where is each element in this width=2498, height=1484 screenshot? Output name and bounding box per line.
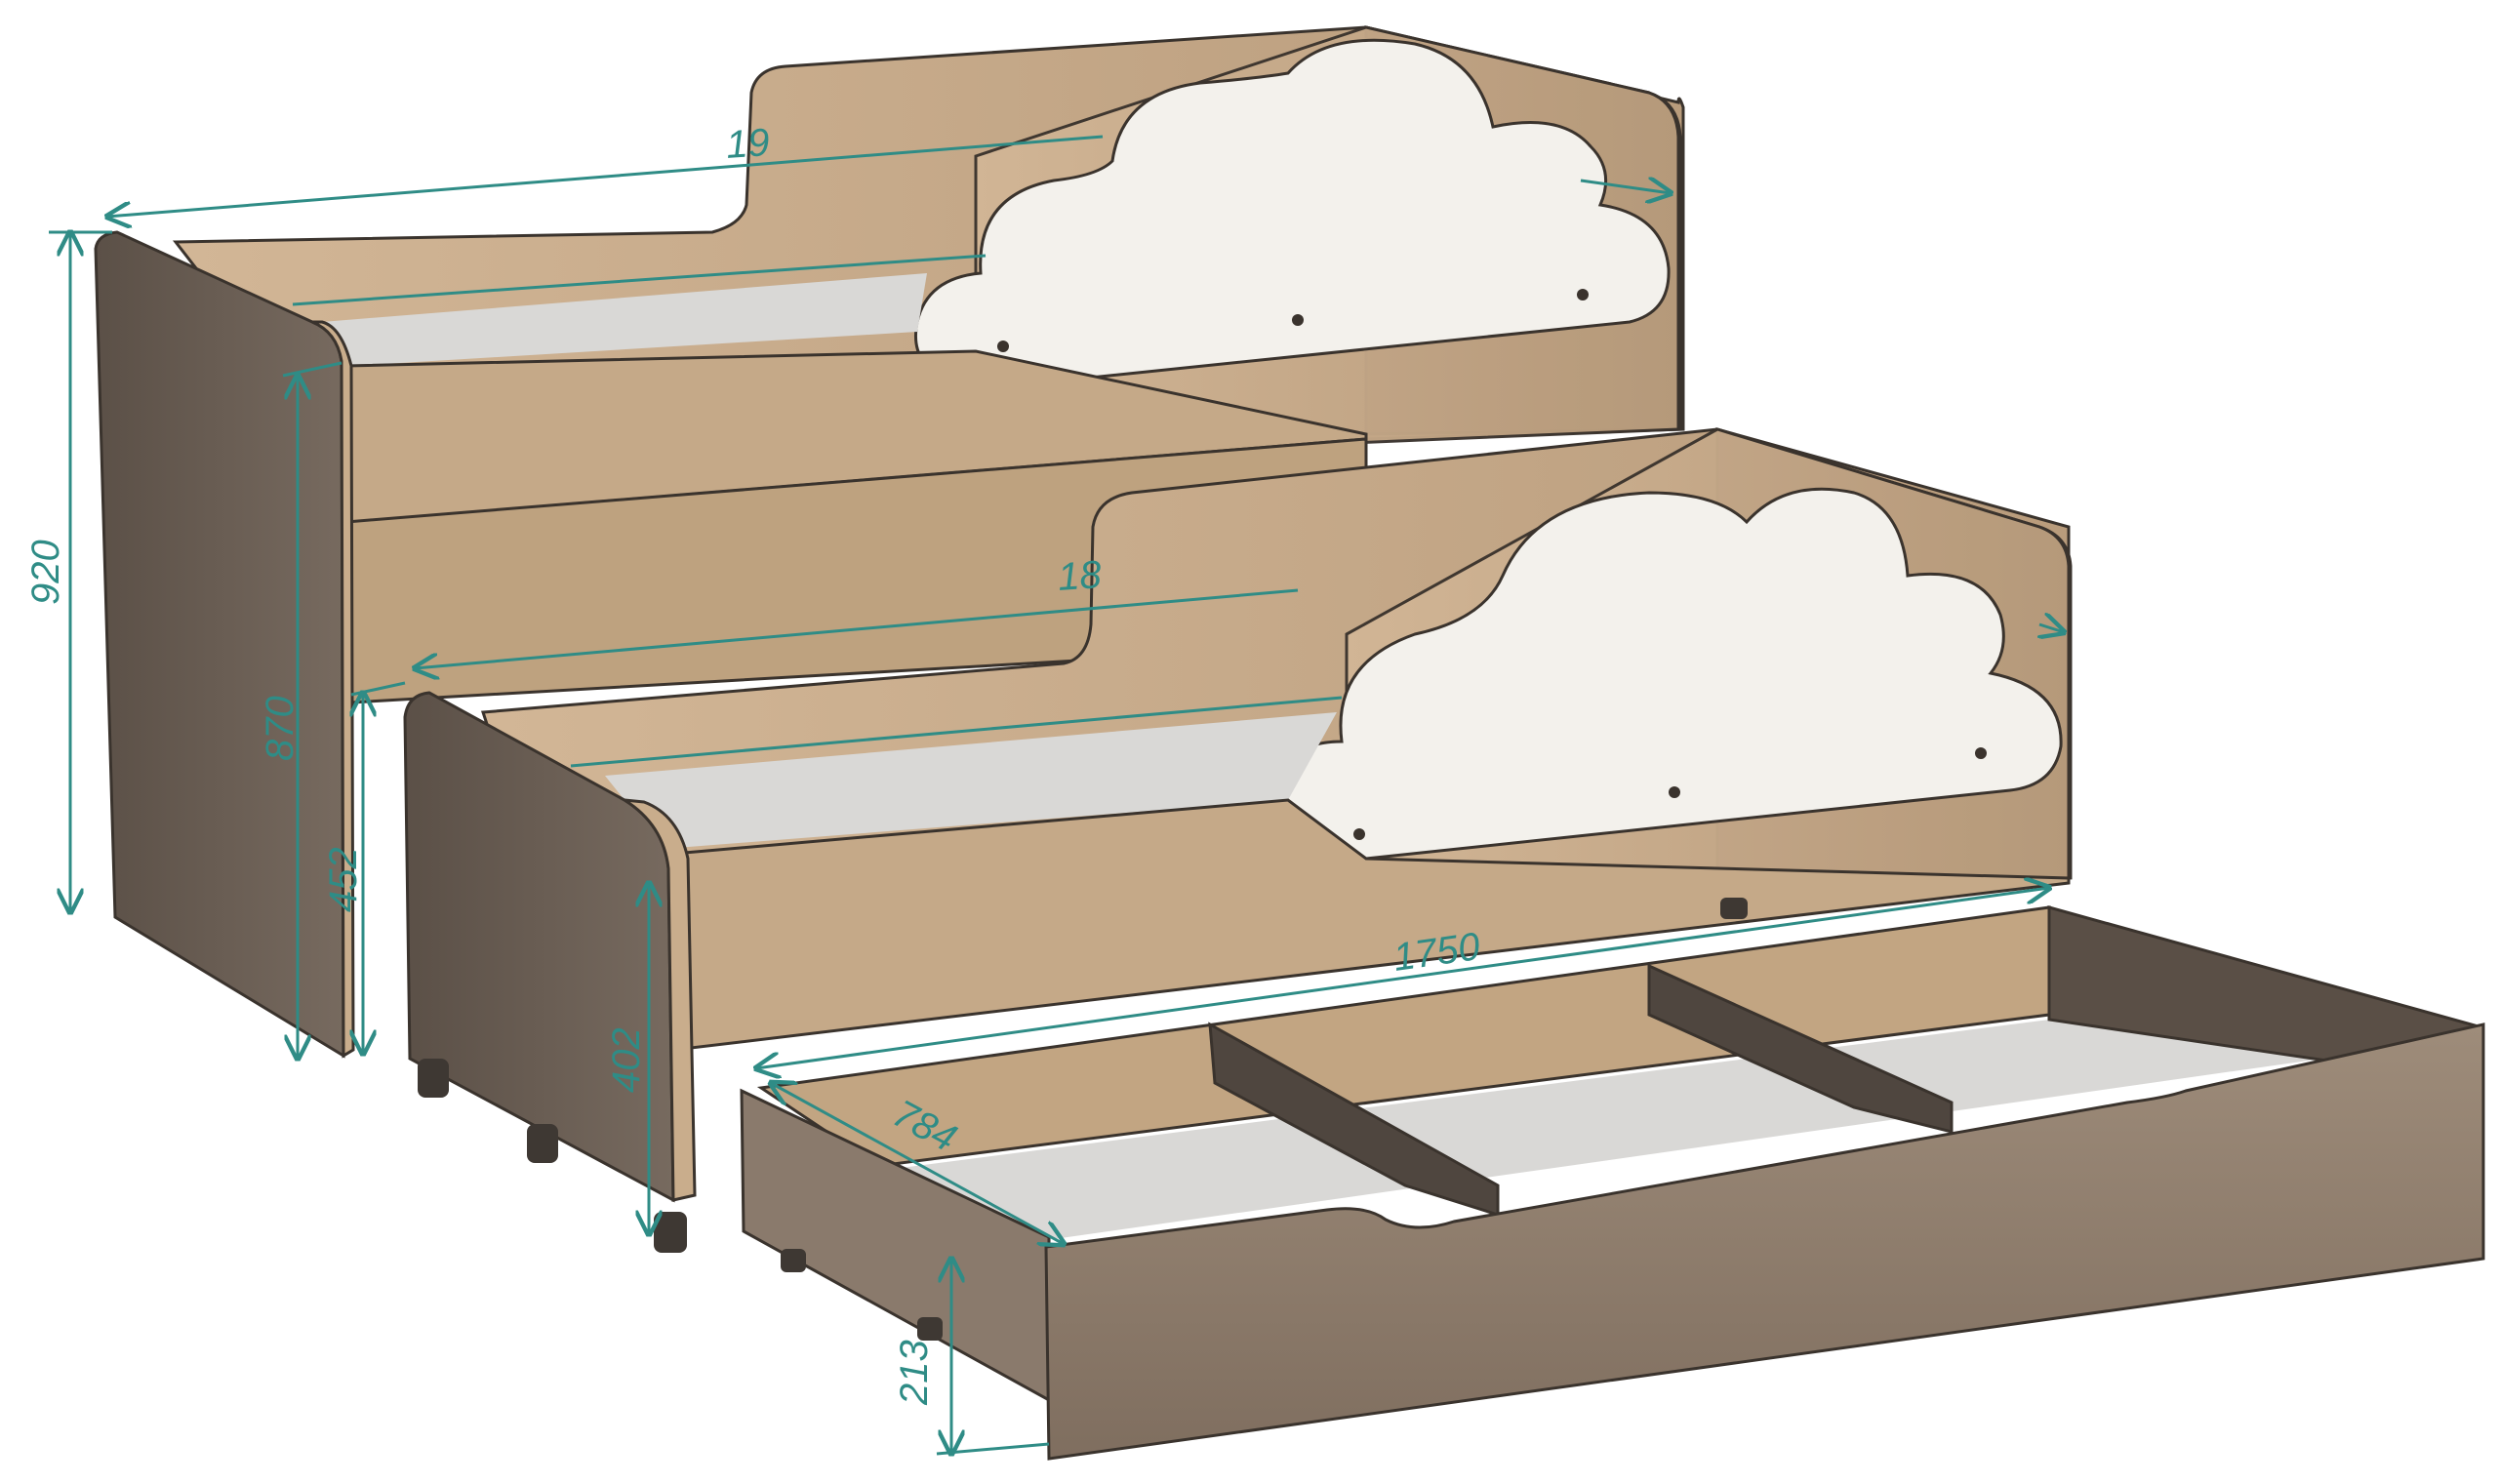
dim-line-upper-inner (292, 254, 987, 306)
dim-label-lower-length: 18 (1057, 553, 1104, 599)
dim-label-upper-length: 19 (725, 121, 771, 167)
dim-line-lower-inner (570, 696, 1343, 768)
castor-1 (418, 1059, 449, 1098)
castor-2 (527, 1124, 558, 1163)
upper-bed (94, 25, 1685, 1059)
upper-cloud-screw-2 (1292, 314, 1304, 326)
castor-4 (1720, 898, 1748, 919)
upper-mattress (322, 273, 927, 366)
dim-ext-452 (350, 681, 406, 697)
dim-line-1750 (756, 888, 2049, 1068)
dim-line-lower-length-2 (2039, 624, 2064, 632)
drawer-wheel-2 (917, 1317, 943, 1341)
lower-cloud-screw-1 (1353, 828, 1365, 840)
drawer-wheel-1 (781, 1249, 806, 1272)
dim-ext-870 (282, 361, 342, 378)
drawer-front-panel (1044, 1023, 2485, 1461)
lower-cloud-screw-2 (1669, 786, 1680, 798)
dim-line-upper-length-2 (1580, 180, 1671, 193)
dim-line-lower-length (415, 588, 1299, 668)
lower-left-side-edge (624, 798, 697, 1202)
lower-cloud-panel (1271, 487, 2063, 861)
lower-cloud-screw-3 (1975, 747, 1987, 759)
upper-cloud-panel (914, 38, 1671, 387)
castor-3 (654, 1212, 687, 1253)
dim-label-402: 402 (605, 1027, 648, 1093)
dim-label-452: 452 (322, 847, 365, 912)
drawer-floor (878, 1020, 2459, 1239)
dim-label-920: 920 (24, 540, 67, 605)
dim-ext-213 (936, 1442, 1050, 1456)
dim-line-784 (771, 1083, 1064, 1244)
dim-line-upper-length (107, 135, 1104, 217)
upper-left-side (94, 230, 345, 1059)
dimension-annotations: 920 870 452 402 213 1750 784 19 18 (24, 121, 2064, 1454)
upper-cloud-screw-1 (997, 341, 1009, 352)
upper-cloud-screw-3 (1577, 289, 1589, 301)
dim-label-213: 213 (893, 1340, 936, 1406)
dim-label-870: 870 (259, 696, 302, 761)
lower-mattress (605, 712, 1337, 849)
